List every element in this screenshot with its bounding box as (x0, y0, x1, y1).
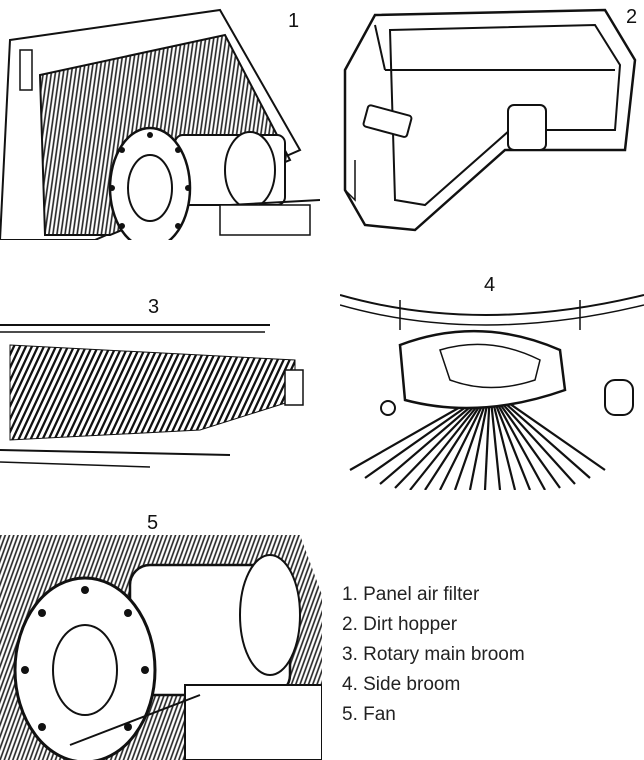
fan-icon (0, 535, 322, 760)
panel-number: 5 (147, 512, 159, 534)
legend-item-panel-air-filter: 1. Panel air filter (342, 584, 480, 605)
rotary-main-broom-icon (0, 324, 304, 468)
component-legend: 1. Panel air filter 2. Dirt hopper 3. Ro… (342, 580, 525, 730)
fan-figure (0, 535, 322, 760)
legend-item-side-broom: 4. Side broom (342, 674, 461, 695)
rotary-main-broom-figure (0, 320, 310, 470)
dirt-hopper-figure (335, 0, 644, 240)
side-broom-icon (340, 294, 644, 490)
panel-number: 1 (288, 10, 300, 32)
dirt-hopper-icon (343, 8, 637, 232)
panel-number: 3 (148, 296, 160, 318)
legend-item-rotary-main-broom: 3. Rotary main broom (342, 644, 525, 665)
panel-number: 4 (484, 274, 496, 296)
panel-number: 2 (626, 6, 638, 28)
legend-item-dirt-hopper: 2. Dirt hopper (342, 614, 458, 635)
panel-air-filter-figure (0, 0, 320, 240)
side-broom-figure (340, 290, 644, 490)
panel-air-filter-icon (0, 8, 320, 240)
legend-item-fan: 5. Fan (342, 704, 396, 725)
